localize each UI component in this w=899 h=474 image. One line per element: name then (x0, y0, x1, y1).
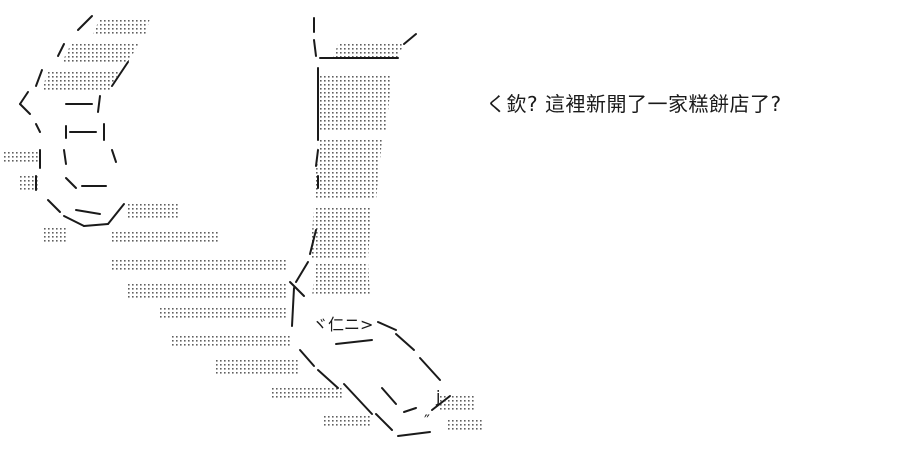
right-leg-outline (289, 17, 417, 327)
right-dotted-shading (310, 44, 482, 432)
right-foot-outline (299, 321, 451, 437)
left-dotted-shading (4, 18, 372, 428)
left-foot-outline (19, 15, 129, 227)
svg-text:″: ″ (424, 411, 430, 430)
svg-text:j: j (435, 387, 440, 406)
ascii-glyph-fragments: ヾ仁ニ> j ″ (312, 315, 440, 430)
speech-text: く欽? 這裡新開了一家糕餅店了? (486, 92, 782, 116)
svg-text:ヾ仁ニ>: ヾ仁ニ> (312, 315, 373, 334)
